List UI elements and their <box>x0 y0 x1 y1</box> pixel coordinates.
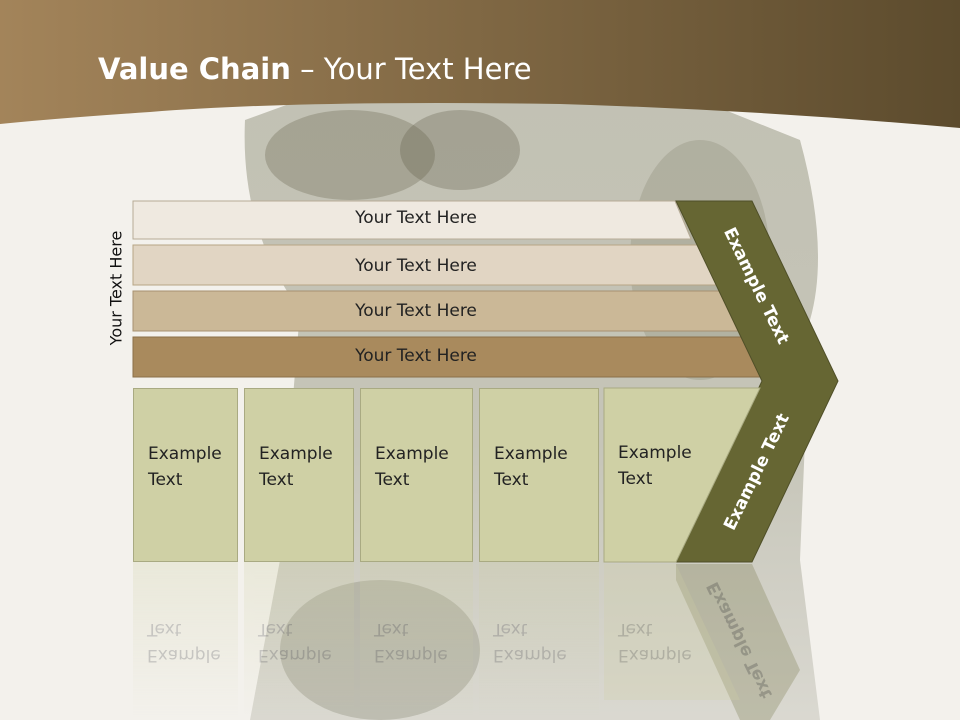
box-5-reflection-text: Example Text <box>618 616 692 668</box>
box-3-reflection-text: Example Text <box>374 616 448 668</box>
box-2-reflection-line1: Example <box>258 645 332 665</box>
box-5-shape <box>603 387 761 563</box>
box-4-line2: Text <box>494 470 529 490</box>
bar-3-label: Your Text Here <box>355 301 477 321</box>
box-5-reflection-text-holder: Example Text <box>604 562 704 720</box>
box-5-reflection-line1: Example <box>618 645 692 665</box>
box-1-reflection-text: Example Text <box>147 616 221 668</box>
box-3-reflection: Example Text <box>360 562 473 720</box>
title-rest: – Your Text Here <box>290 52 532 86</box>
box-1-line2: Text <box>148 470 183 490</box>
box-3-reflection-line2: Text <box>374 619 409 639</box>
box-1-reflection: Example Text <box>133 562 238 720</box>
header-band <box>0 0 960 128</box>
bar-1-label: Your Text Here <box>355 208 477 228</box>
bar-1 <box>132 200 692 240</box>
box-2-reflection-line2: Text <box>258 619 293 639</box>
box-4-line1: Example <box>494 444 568 464</box>
box-2-reflection: Example Text <box>244 562 354 720</box>
page-title: Value Chain – Your Text Here <box>98 52 532 86</box>
box-4-reflection: Example Text <box>479 562 599 720</box>
box-5-reflection <box>604 564 740 700</box>
box-3-line2: Text <box>375 470 410 490</box>
box-1-line1: Example <box>148 444 222 464</box>
chevron-reflection <box>676 564 800 720</box>
box-2-reflection-text: Example Text <box>258 616 332 668</box>
title-bold: Value Chain <box>98 52 291 86</box>
box-2-line2: Text <box>259 470 294 490</box>
bar-2-label: Your Text Here <box>355 256 477 276</box>
box-5-line2: Text <box>618 469 653 489</box>
chevron-arrow <box>675 200 839 563</box>
box-4-reflection-text: Example Text <box>493 616 567 668</box>
box-3-line1: Example <box>375 444 449 464</box>
box-2-line1: Example <box>259 444 333 464</box>
box-4-reflection-line2: Text <box>493 619 528 639</box>
box-1-reflection-line2: Text <box>147 619 182 639</box>
box-5-line1: Example <box>618 443 692 463</box>
bar-4-label: Your Text Here <box>355 346 477 366</box>
box-1-reflection-line1: Example <box>147 645 221 665</box>
box-5-reflection-line2: Text <box>618 619 653 639</box>
box-3-reflection-line1: Example <box>374 645 448 665</box>
box-4-reflection-line1: Example <box>493 645 567 665</box>
